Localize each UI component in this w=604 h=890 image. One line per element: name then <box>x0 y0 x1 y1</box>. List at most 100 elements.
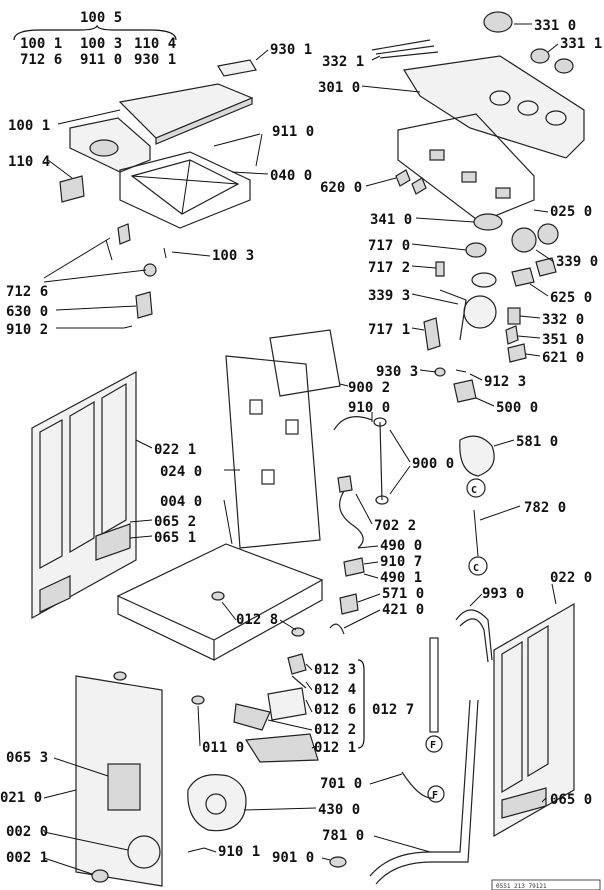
part-022-0-rib-b <box>527 624 549 778</box>
label-004-0: 004 0 <box>160 494 202 510</box>
label-630-0: 630 0 <box>6 304 48 320</box>
label-025-0: 025 0 <box>550 204 592 220</box>
part-025-0-chip-a <box>429 149 445 161</box>
label-421-0: 421 0 <box>382 602 424 618</box>
part-011-0-foot <box>191 695 205 705</box>
label-040-0: 040 0 <box>270 168 312 184</box>
part-900-0-hose <box>379 421 383 501</box>
label-621-0: 621 0 <box>542 350 584 366</box>
label-331-0: 331 0 <box>534 18 576 34</box>
part-065-0-pad <box>501 787 547 819</box>
part-332-0-button <box>507 307 521 325</box>
label-993-0: 993 0 <box>482 586 524 602</box>
part-012-1-handle <box>244 733 319 763</box>
part-701-0-hose <box>401 771 435 799</box>
part-620-0-clip-b <box>411 177 427 195</box>
label-024-0: 024 0 <box>160 464 202 480</box>
label-930-3: 930 3 <box>376 364 418 380</box>
label-021-0: 021 0 <box>0 790 42 806</box>
part-100-3-frame <box>119 151 251 229</box>
part-012-3-valve <box>287 653 307 675</box>
marker-c-top-circle <box>466 478 486 498</box>
label-002-1: 002 1 <box>6 850 48 866</box>
part-717-0-switch <box>465 242 487 258</box>
part-581-0-pulley <box>459 435 495 477</box>
label-012-1: 012 1 <box>314 740 356 756</box>
part-012-8-foot-b <box>291 627 305 637</box>
part-065-2-pad <box>95 523 131 561</box>
label-910-1: 910 1 <box>218 844 260 860</box>
header-cell-0-2: 110 4 <box>134 36 176 52</box>
part-717-2-pin <box>435 261 445 277</box>
part-900-0-ring-a <box>373 417 387 427</box>
label-781-0: 781 0 <box>322 828 364 844</box>
part-110-4-window <box>89 139 119 157</box>
part-024-0-slot-b <box>285 419 299 435</box>
part-490-0-cable <box>339 487 364 549</box>
header-cell-1-2: 930 1 <box>134 52 176 68</box>
label-110-4: 110 4 <box>8 154 50 170</box>
part-301-0-hole-a <box>489 90 511 106</box>
part-022-0-rib-a <box>501 640 523 794</box>
label-912-3: 912 3 <box>484 374 526 390</box>
part-712-6-pin-b <box>163 247 167 259</box>
label-717-0: 717 0 <box>368 238 410 254</box>
part-620-0-clip-a <box>395 169 411 187</box>
part-430-0-pump-port <box>205 793 227 815</box>
label-012-4: 012 4 <box>314 682 356 698</box>
label-012-3: 012 3 <box>314 662 356 678</box>
part-065-1-pad <box>39 575 71 613</box>
label-910-7: 910 7 <box>380 554 422 570</box>
part-912-3-screw <box>455 369 467 373</box>
part-331-1-knob-b <box>554 58 574 74</box>
header-cell-0-0: 100 1 <box>20 36 62 52</box>
part-782-0-rod <box>473 509 479 557</box>
marker-f-right-circle <box>427 785 445 803</box>
header-cell-1-1: 911 0 <box>80 52 122 68</box>
part-012-4-spring <box>291 675 307 689</box>
part-901-0-clamp <box>329 856 347 868</box>
label-065-1: 065 1 <box>154 530 196 546</box>
part-100-3-cross-a <box>131 175 239 185</box>
part-065-3-pad <box>107 763 141 811</box>
part-331-1-knob-a <box>530 48 550 64</box>
label-002-0: 002 0 <box>6 824 48 840</box>
part-339-0-gear-b <box>537 223 559 245</box>
part-012-8-foot-a <box>211 591 225 601</box>
leader-lines <box>43 23 559 875</box>
part-993-0-hose <box>455 609 493 661</box>
label-900-0: 900 0 <box>412 456 454 472</box>
label-012-2: 012 2 <box>314 722 356 738</box>
part-630-0-bracket <box>135 291 153 319</box>
part-301-0-hole-b <box>517 100 539 116</box>
label-490-0: 490 0 <box>380 538 422 554</box>
label-782-0: 782 0 <box>524 500 566 516</box>
label-065-2: 065 2 <box>154 514 196 530</box>
part-012-2-link <box>233 703 271 731</box>
footer-code: 0551 213 79121 <box>496 883 547 890</box>
label-430-0: 430 0 <box>318 802 360 818</box>
label-100-1: 100 1 <box>8 118 50 134</box>
label-301-0: 301 0 <box>318 80 360 96</box>
part-022-0-side-panel <box>493 602 575 838</box>
header-group-label: 100 5 <box>80 10 122 26</box>
part-332-1-rods <box>371 39 439 59</box>
part-025-0-board <box>397 113 535 223</box>
label-581-0: 581 0 <box>516 434 558 450</box>
label-910-0: 910 0 <box>348 400 390 416</box>
part-022-1-side-panel <box>31 370 137 620</box>
part-002-0-door <box>127 835 161 869</box>
label-065-0: 065 0 <box>550 792 592 808</box>
part-hose-vertical <box>429 637 439 733</box>
part-331-0-knob <box>483 11 513 33</box>
label-012-8: 012 8 <box>236 612 278 628</box>
part-012-8-foot-c <box>113 671 127 681</box>
part-430-0-pump <box>187 774 247 832</box>
marker-c-top: C <box>471 485 477 496</box>
label-341-0: 341 0 <box>370 212 412 228</box>
label-911-0: 911 0 <box>272 124 314 140</box>
label-930-1: 930 1 <box>270 42 312 58</box>
part-022-1-rib-b <box>69 400 95 554</box>
